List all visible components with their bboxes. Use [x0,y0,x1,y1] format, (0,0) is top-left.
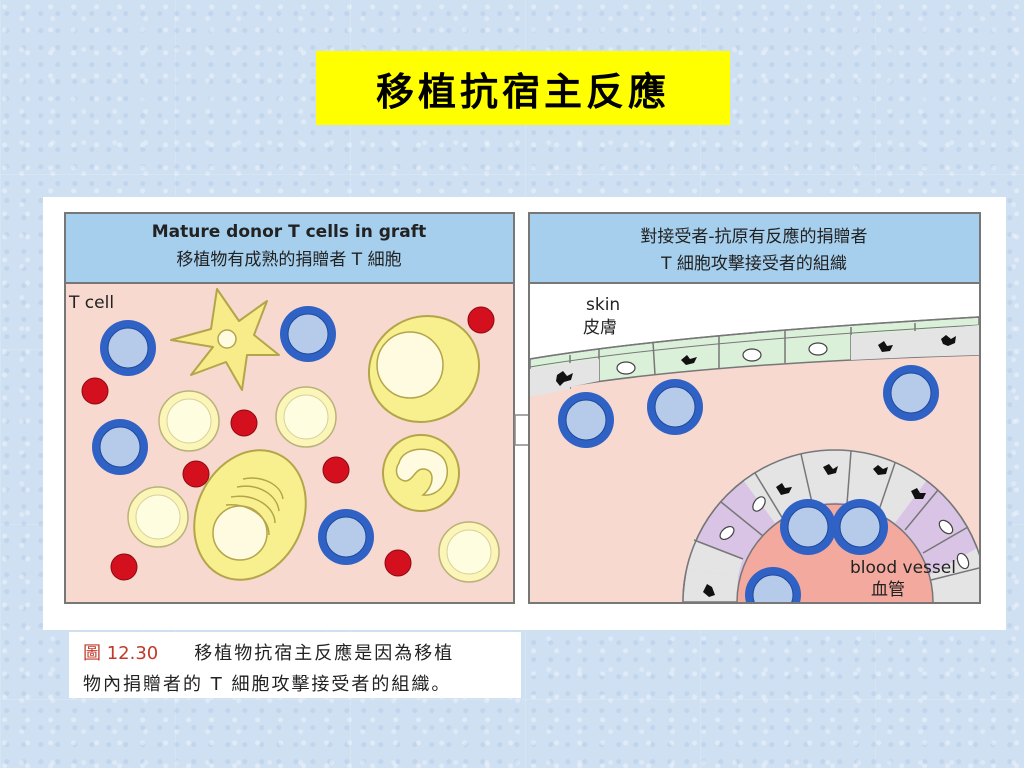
tcell-label: T cell [68,293,114,313]
blood-vessel [682,448,980,602]
t-cell [745,567,801,602]
right-panel: skin 皮膚 [528,212,981,604]
vessel-label-en: blood vessel [850,558,956,578]
figure-graft-vs-host: Mature donor T cells in graft 移植物有成熟的捐贈者… [43,197,1006,630]
t-cell [832,499,888,555]
t-cell [647,379,703,435]
left-red-cells [81,306,495,581]
left-header-en: Mature donor T cells in graft [152,222,427,242]
left-panel: Mature donor T cells in graft 移植物有成熟的捐贈者… [64,212,515,604]
t-cell [92,419,148,475]
vessel-label-zh: 血管 [871,580,905,600]
figure-svg: Mature donor T cells in graft 移植物有成熟的捐贈者… [64,212,981,604]
right-header-line1: 對接受者-抗原有反應的捐贈者 [640,226,867,247]
caption-text-1: 移植物抗宿主反應是因為移植 [194,643,455,664]
figure-caption: 圖 12.30 移植物抗宿主反應是因為移植 物內捐贈者的 T 細胞攻擊接受者的組織… [69,632,521,698]
right-header-line2: T 細胞攻擊接受者的組織 [660,254,847,274]
striated-cell [193,449,307,581]
pale-cell [275,386,337,448]
t-cell [100,320,156,376]
skin-surface [530,284,979,359]
left-panel-header [64,212,515,284]
pale-cell [438,521,500,583]
red-cell [384,549,412,577]
left-pale-cells [127,386,500,583]
caption-number: 圖 12.30 [83,643,159,664]
left-header-zh: 移植物有成熟的捐贈者 T 細胞 [176,249,401,270]
large-oval-cell [367,314,481,424]
skin-label-en: skin [586,295,620,315]
pale-cell [127,486,189,548]
red-cell [467,306,495,334]
red-cell [110,553,138,581]
t-cell [558,392,614,448]
t-cell [883,365,939,421]
slide-title: 移植抗宿主反應 [316,51,730,125]
red-cell [182,460,210,488]
right-skin-tcells [558,365,939,448]
red-cell [322,456,350,484]
skin-label-zh: 皮膚 [583,318,617,338]
red-cell [81,377,109,405]
monocyte-cell [382,434,460,512]
t-cell [280,306,336,362]
red-cell [230,409,258,437]
skin-layer [529,316,980,397]
t-cell [780,499,836,555]
dendritic-cell [170,288,280,391]
caption-line-1: 圖 12.30 移植物抗宿主反應是因為移植 [83,638,511,669]
left-tcells [92,306,374,565]
t-cell [318,509,374,565]
caption-line-2: 物內捐贈者的 T 細胞攻擊接受者的組織。 [83,674,452,695]
pale-cell [158,390,220,452]
